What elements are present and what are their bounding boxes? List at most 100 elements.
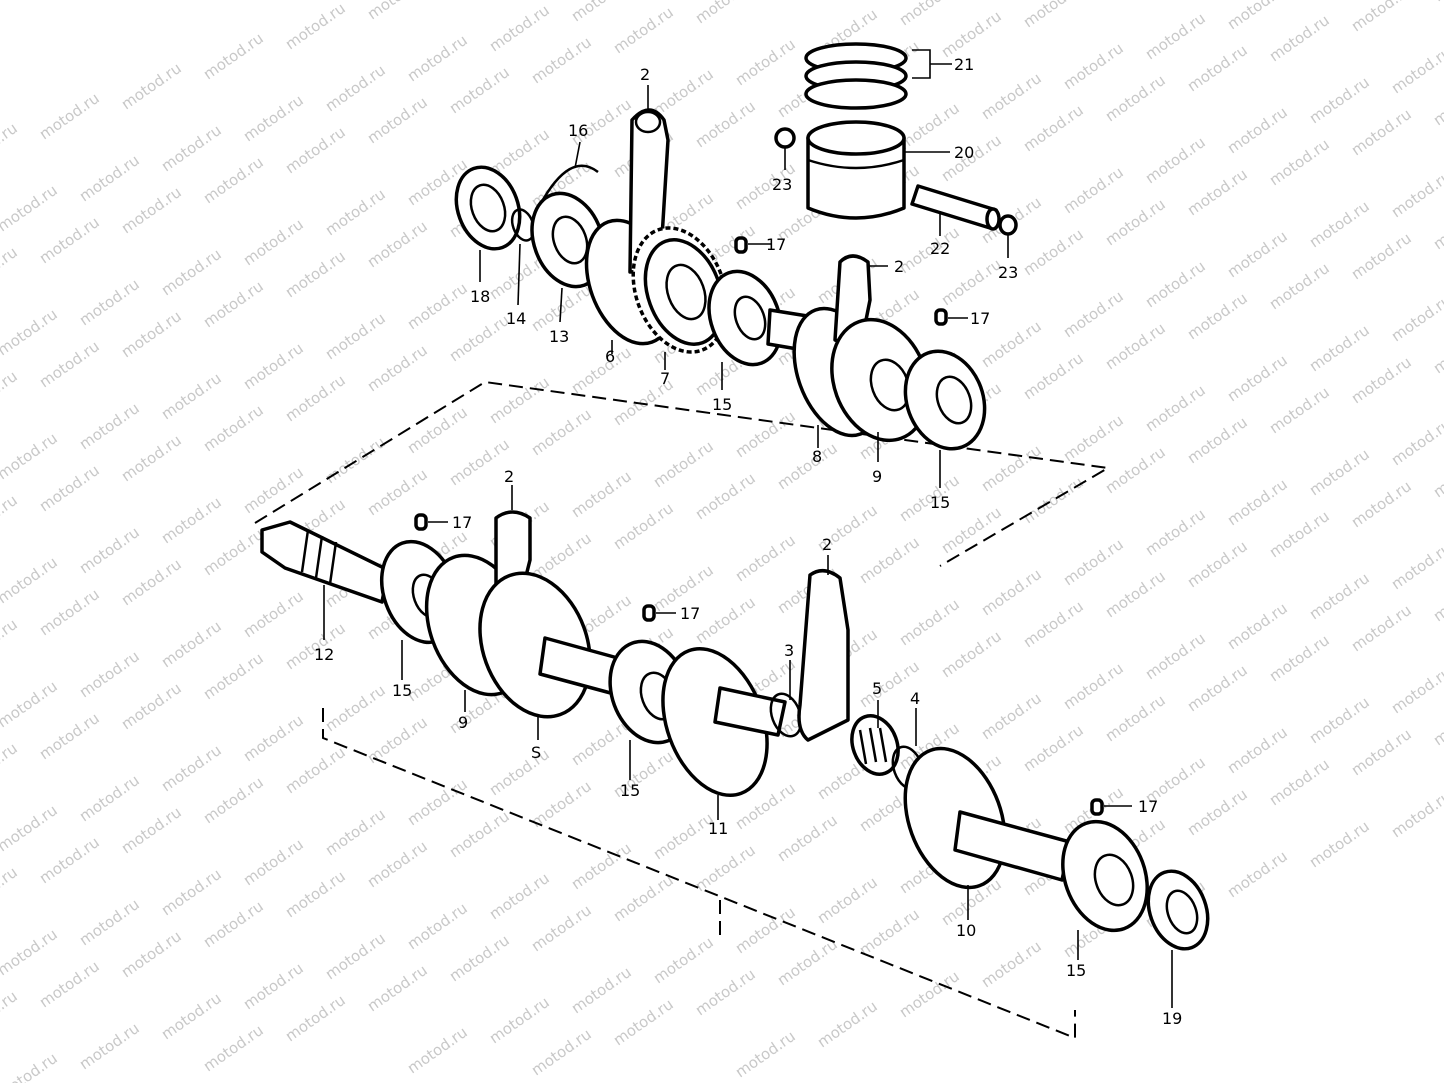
watermark-text: motod.ru xyxy=(36,337,103,391)
watermark-text: motod.ru xyxy=(1388,291,1444,345)
watermark-text: motod.ru xyxy=(118,679,185,733)
watermark-text: motod.ru xyxy=(282,123,349,177)
watermark-text: motod.ru xyxy=(76,895,143,949)
pin-16 xyxy=(538,164,599,206)
watermark-text: motod.ru xyxy=(282,991,349,1045)
watermark-text: motod.ru xyxy=(1224,0,1291,33)
watermark-text: motod.ru xyxy=(486,373,553,427)
callout-10: 10 xyxy=(956,921,976,940)
watermark-text: motod.ru xyxy=(282,247,349,301)
watermark-text: motod.ru xyxy=(118,183,185,237)
watermark-text: motod.ru xyxy=(774,935,841,989)
watermark-text: motod.ru xyxy=(732,35,799,89)
watermark-text: motod.ru xyxy=(0,429,61,483)
watermark-text: motod.ru xyxy=(1102,443,1169,497)
watermark-text: motod.ru xyxy=(36,213,103,267)
watermark-text: motod.ru xyxy=(1020,721,1087,775)
watermark-text: motod.ru xyxy=(568,343,635,397)
watermark-text: motod.ru xyxy=(610,995,677,1049)
splined-shaft-12 xyxy=(260,520,390,604)
watermark-text: motod.ru xyxy=(240,587,307,641)
callout-15-b: 15 xyxy=(930,493,950,512)
watermark-text: motod.ru xyxy=(118,59,185,113)
watermark-text: motod.ru xyxy=(446,931,513,985)
watermark-text: motod.ru xyxy=(0,553,61,607)
circlip-23-right xyxy=(998,214,1018,236)
group-boundary-lower xyxy=(322,708,1076,1040)
watermark-text: motod.ru xyxy=(0,863,21,917)
watermark-text: motod.ru xyxy=(1102,71,1169,125)
callout-23-b: 23 xyxy=(998,263,1018,282)
watermark-text: motod.ru xyxy=(1388,167,1444,221)
watermark-text: motod.ru xyxy=(158,989,225,1043)
watermark-text: motod.ru xyxy=(364,93,431,147)
watermark-text: motod.ru xyxy=(1060,411,1127,465)
watermark-text: motod.ru xyxy=(1348,601,1415,655)
watermark-text: motod.ru xyxy=(650,933,717,987)
watermark-text: motod.ru xyxy=(1430,695,1444,749)
watermark-text: motod.ru xyxy=(1430,75,1444,129)
watermark-text: motod.ru xyxy=(158,493,225,547)
callout-4: 4 xyxy=(910,689,920,708)
watermark-text: motod.ru xyxy=(364,837,431,891)
callout-9-a: 9 xyxy=(872,467,882,486)
watermark-text: motod.ru xyxy=(0,925,61,979)
watermark-text: motod.ru xyxy=(1060,535,1127,589)
watermark-text: motod.ru xyxy=(1020,473,1087,527)
watermark-text: motod.ru xyxy=(118,803,185,857)
callout-9-b: 9 xyxy=(458,713,468,732)
watermark-text: motod.ru xyxy=(76,275,143,329)
watermark-text: motod.ru xyxy=(1388,43,1444,97)
watermark-text: motod.ru xyxy=(1430,447,1444,501)
watermark-text: motod.ru xyxy=(1266,135,1333,189)
watermark-text: motod.ru xyxy=(76,151,143,205)
watermark-text: motod.ru xyxy=(118,431,185,485)
watermark-text: motod.ru xyxy=(528,1025,595,1079)
watermark-text: motod.ru xyxy=(1020,0,1087,31)
piston-pin-22 xyxy=(910,184,1001,231)
watermark-text: motod.ru xyxy=(322,681,389,735)
callout-2-d: 2 xyxy=(822,535,832,554)
watermark-text: motod.ru xyxy=(1142,629,1209,683)
watermark-text: motod.ru xyxy=(486,745,553,799)
watermark-text: motod.ru xyxy=(1020,101,1087,155)
watermark-text: motod.ru xyxy=(1348,229,1415,283)
watermark-text: motod.ru xyxy=(1060,163,1127,217)
watermark-text: motod.ru xyxy=(76,1019,143,1073)
watermark-text: motod.ru xyxy=(896,967,963,1021)
watermark-text: motod.ru xyxy=(1184,289,1251,343)
watermark-text: motod.ru xyxy=(200,649,267,703)
oil-seal-19 xyxy=(1146,869,1210,951)
watermark-text: motod.ru xyxy=(1266,259,1333,313)
watermark-text: motod.ru xyxy=(158,617,225,671)
watermark-text: motod.ru xyxy=(1430,571,1444,625)
watermark-text: motod.ru xyxy=(200,277,267,331)
watermark-text: motod.ru xyxy=(1102,195,1169,249)
watermark-text: motod.ru xyxy=(36,461,103,515)
watermark-text: motod.ru xyxy=(404,31,471,85)
callout-12: 12 xyxy=(314,645,334,664)
watermark-text: motod.ru xyxy=(896,595,963,649)
watermark-text: motod.ru xyxy=(322,433,389,487)
watermark-text: motod.ru xyxy=(732,903,799,957)
watermark-text: motod.ru xyxy=(568,467,635,521)
callout-19: 19 xyxy=(1162,1009,1182,1028)
watermark-text: motod.ru xyxy=(0,615,21,669)
watermark-text: motod.ru xyxy=(1430,199,1444,253)
watermark-text: motod.ru xyxy=(200,153,267,207)
watermark-text: motod.ru xyxy=(36,833,103,887)
watermark-text: motod.ru xyxy=(1060,39,1127,93)
callout-s: S xyxy=(531,743,541,762)
watermark-text: motod.ru xyxy=(486,993,553,1047)
watermark-text: motod.ru xyxy=(1142,505,1209,559)
watermark-text: motod.ru xyxy=(1388,415,1444,469)
callout-15-a: 15 xyxy=(712,395,732,414)
watermark-text: motod.ru xyxy=(814,873,881,927)
watermark-text: motod.ru xyxy=(0,491,21,545)
watermark-text: motod.ru xyxy=(240,835,307,889)
watermark-text: motod.ru xyxy=(1102,319,1169,373)
watermark-text: motod.ru xyxy=(1266,755,1333,809)
callout-2-c: 2 xyxy=(504,467,514,486)
watermark-text: motod.ru xyxy=(240,91,307,145)
